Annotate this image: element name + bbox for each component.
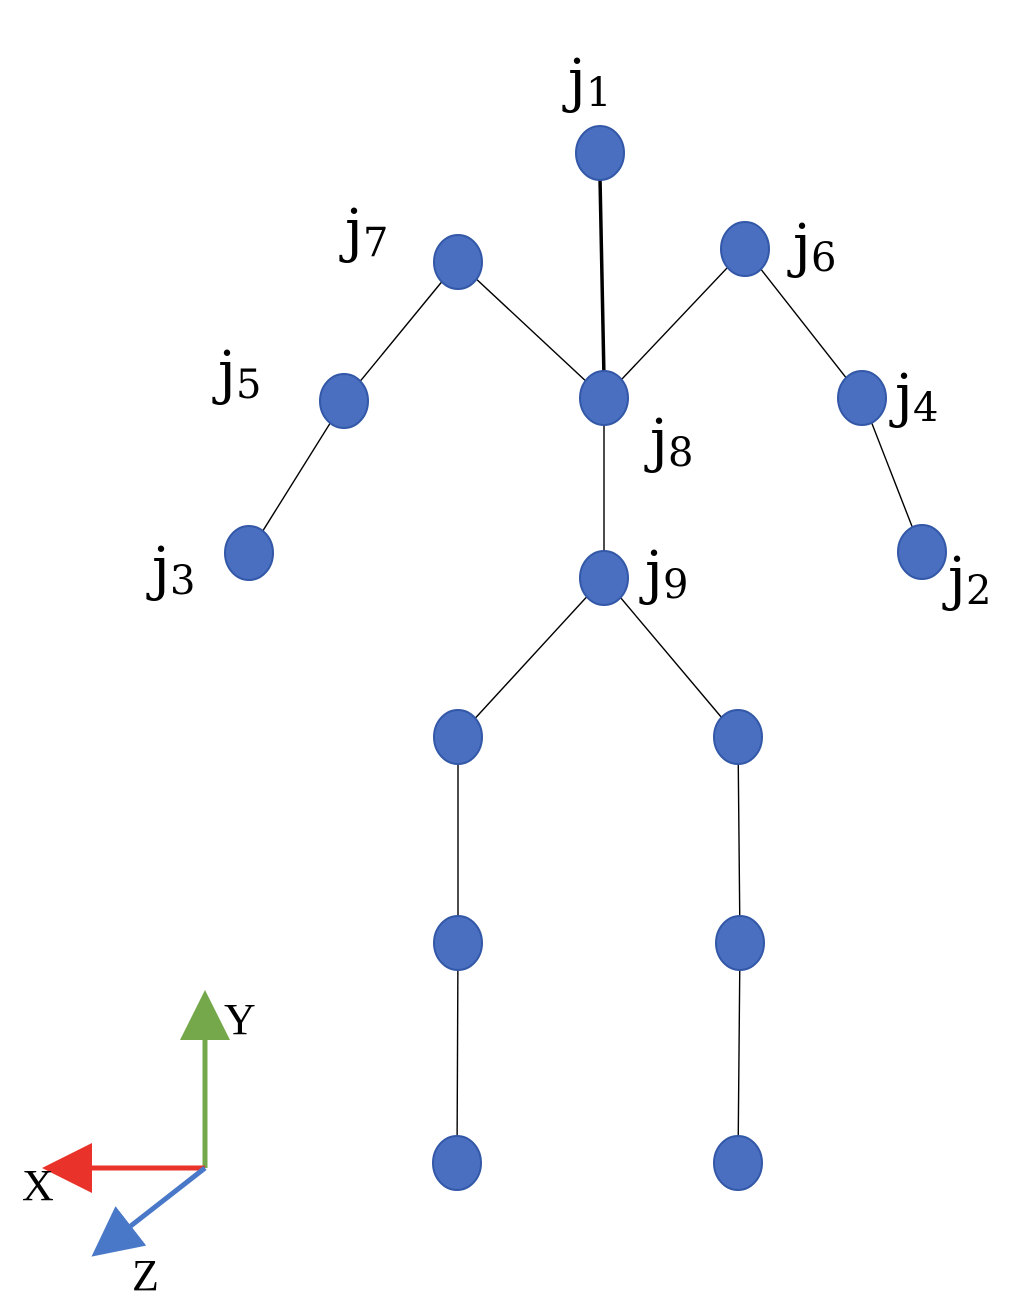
joint-j9 [579, 550, 629, 606]
bone-left-shoulder-to-elbow [744, 248, 863, 399]
joint-j2 [897, 524, 947, 580]
bone-pelvis-to-right-hip [457, 577, 605, 738]
label-j7: j7 [339, 196, 388, 266]
joint-j3 [224, 525, 274, 581]
bone-left-hip-to-knee [737, 736, 741, 944]
bone-right-knee-to-foot [456, 942, 459, 1164]
bones [248, 177, 923, 1164]
bone-right-elbow-to-hand [248, 400, 345, 554]
bone-right-shoulder-to-elbow [343, 261, 459, 402]
joint-j4 [837, 370, 887, 426]
z-axis-arrow [91, 1166, 207, 1257]
joint-right-knee [433, 915, 483, 971]
joint-j1 [575, 125, 625, 181]
z-axis-label: Z [132, 1251, 159, 1300]
label-j3: j3 [146, 534, 195, 604]
joint-left-foot [713, 1135, 763, 1191]
joints [224, 125, 947, 1191]
joint-left-hip [713, 709, 763, 765]
x-axis-label: X [22, 1161, 54, 1210]
joint-j7 [433, 234, 483, 290]
joint-left-knee [715, 915, 765, 971]
joint-j6 [720, 221, 770, 277]
label-j5: j5 [212, 338, 261, 408]
label-j1: j1 [562, 46, 611, 116]
label-j4: j4 [889, 361, 938, 431]
joint-labels: j1 j7 j6 j5 j4 j8 j3 j9 j2 [146, 46, 991, 614]
joint-j5 [319, 373, 369, 429]
bone-chest-to-left-shoulder [603, 248, 746, 399]
label-j2: j2 [942, 544, 991, 614]
joint-right-foot [432, 1135, 482, 1191]
joint-right-hip [433, 709, 483, 765]
coordinate-axes: Y X Z [22, 990, 256, 1300]
y-axis-label: Y [224, 995, 256, 1044]
label-j8: j8 [644, 406, 693, 476]
bone-pelvis-to-left-hip [603, 577, 739, 738]
bone-chest-to-right-shoulder [457, 261, 605, 399]
joint-j8 [579, 370, 629, 426]
bone-head-to-chest [598, 177, 606, 379]
bone-left-knee-to-foot [737, 942, 741, 1164]
label-j6: j6 [787, 211, 836, 281]
label-j9: j9 [639, 538, 688, 608]
